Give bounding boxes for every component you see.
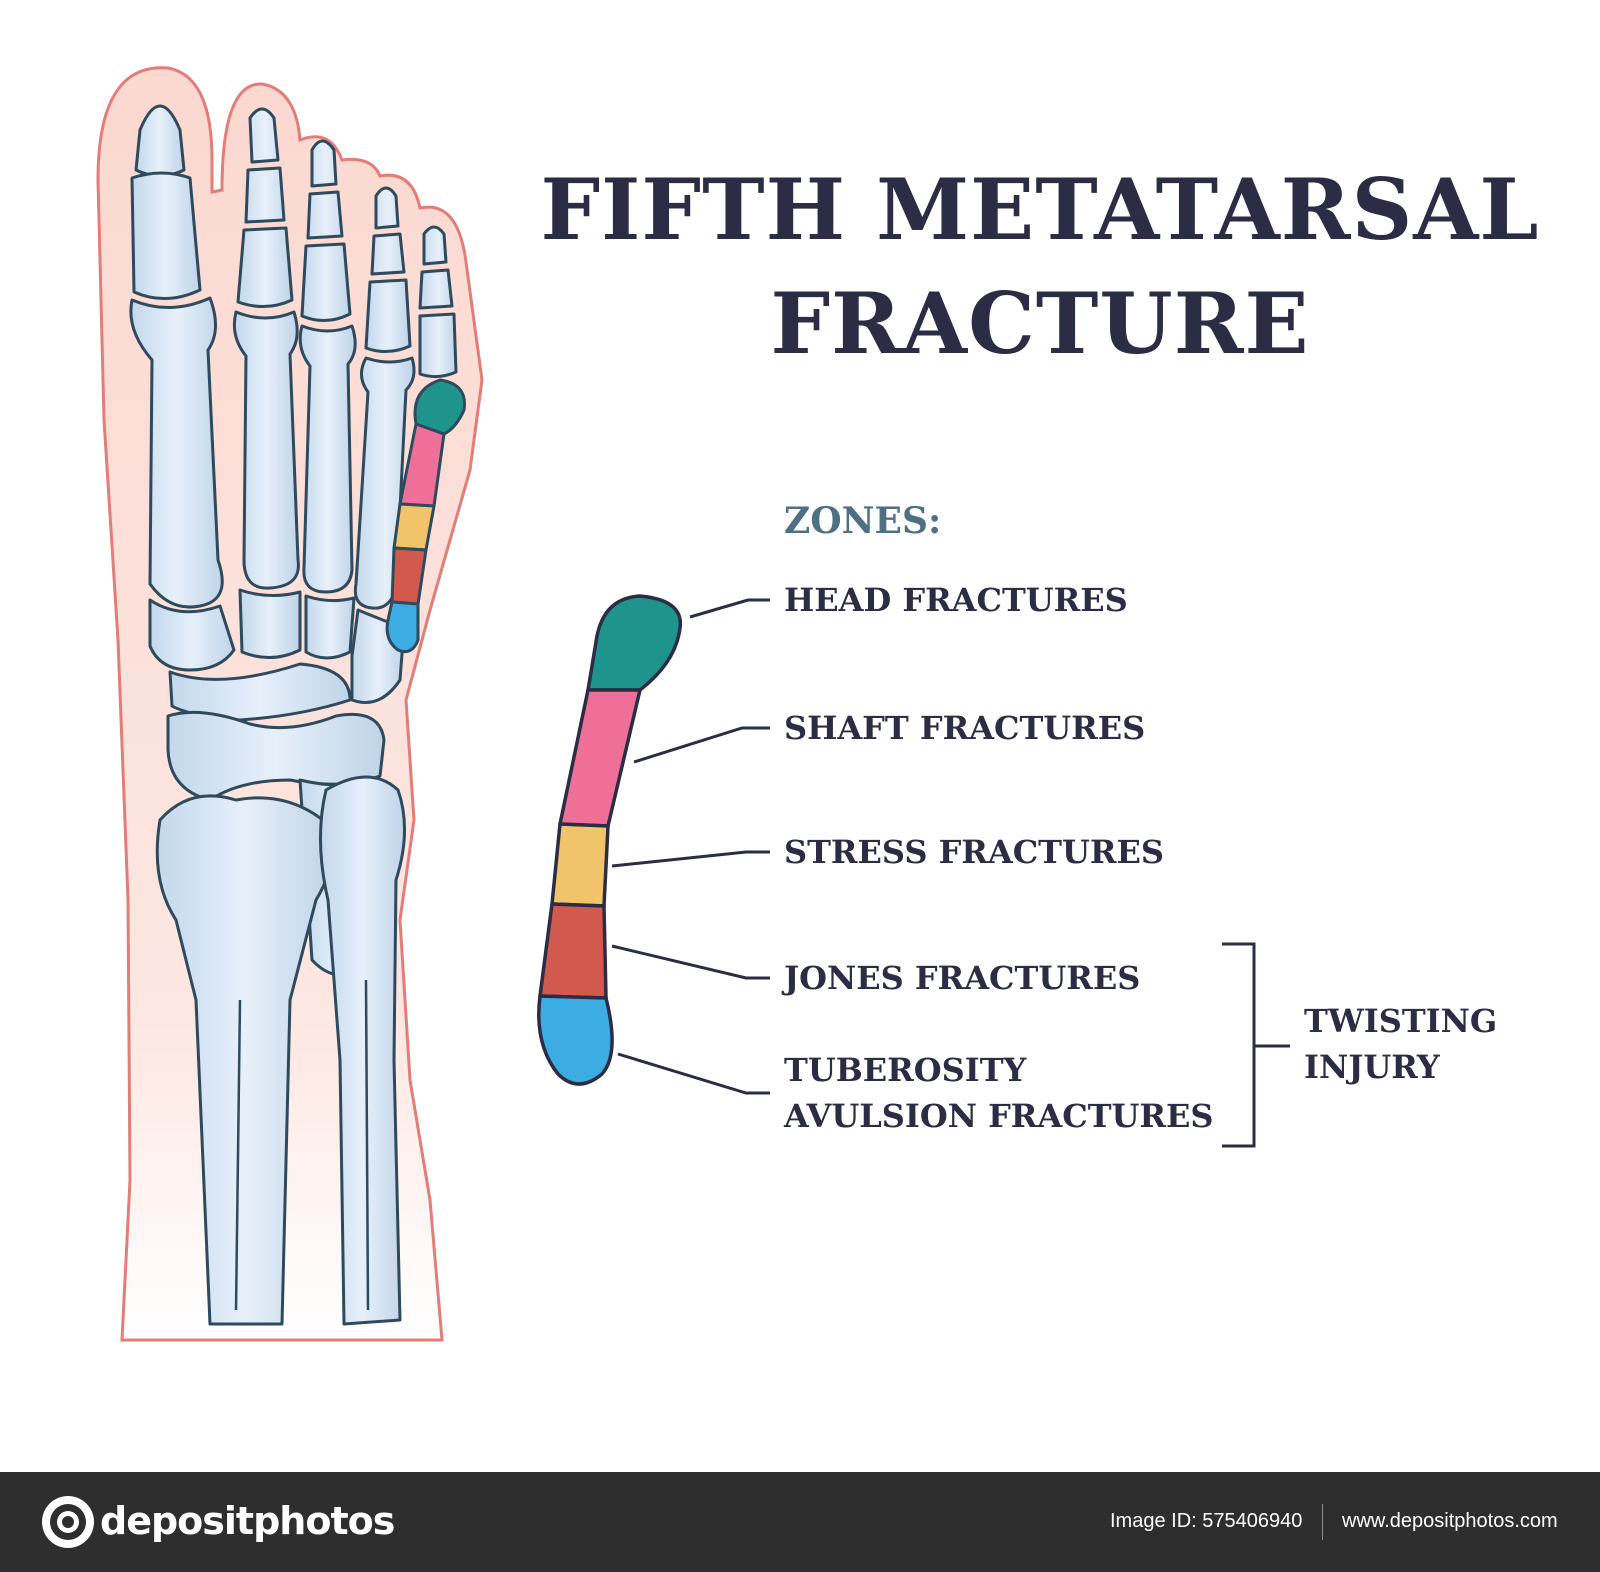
metatarsal-3 xyxy=(298,324,357,594)
fibula xyxy=(318,775,406,1326)
leader-head xyxy=(689,598,770,619)
toe-5-phalanges xyxy=(418,225,458,379)
footer-url: www.depositphotos.com xyxy=(1342,1510,1558,1532)
leader-shaft xyxy=(633,726,770,764)
label-avulsion-fractures: AVULSION FRACTURES xyxy=(784,1097,1214,1135)
title-line-1: FIFTH METATARSAL xyxy=(540,160,1540,259)
foot-zone-tuberosity xyxy=(385,600,420,654)
twisting-injury-bracket xyxy=(1222,942,1290,1148)
zone-shaft-shape xyxy=(558,688,642,828)
label-jones-fractures: JONES FRACTURES xyxy=(784,959,1141,997)
metatarsal-4 xyxy=(353,356,416,610)
label-head-fractures: HEAD FRACTURES xyxy=(784,581,1128,619)
fibula-inner-line xyxy=(364,979,370,1311)
zone-dividers xyxy=(539,688,640,1000)
label-shaft-fractures: SHAFT FRACTURES xyxy=(784,709,1146,747)
leader-stress xyxy=(611,850,770,868)
intermediate-cuneiform xyxy=(238,588,302,659)
footer-image-id: Image ID: 575406940 xyxy=(1110,1510,1303,1532)
zone-tuberosity-shape xyxy=(537,994,614,1086)
zone-jones-shape xyxy=(538,902,608,1000)
foot-fifth-metatarsal xyxy=(385,378,466,654)
watermark-footer-bar: depositphotos Image ID: 575406940 www.de… xyxy=(0,1472,1600,1572)
lateral-cuneiform xyxy=(304,594,356,660)
leader-jones xyxy=(611,944,770,980)
foot-zone-head xyxy=(413,378,466,436)
metatarsal-2 xyxy=(232,310,300,590)
foot-illustration xyxy=(96,66,1290,1342)
leader-lines xyxy=(611,598,770,1095)
toe-4-phalanges xyxy=(364,186,412,353)
foot-zone-stress xyxy=(392,502,436,552)
zone-head-shape xyxy=(586,594,683,692)
label-tuberosity: TUBEROSITY xyxy=(784,1051,1027,1089)
big-toe-proximal-phalanx xyxy=(130,171,202,301)
zone-stress-shape xyxy=(550,822,610,908)
title-line-2: FRACTURE xyxy=(770,274,1310,373)
zones-heading: ZONES: xyxy=(784,500,942,542)
metatarsal-zones-diagram xyxy=(537,594,683,1086)
label-twisting: TWISTING xyxy=(1304,1002,1498,1040)
footer-brand: depositphotos xyxy=(100,1499,395,1543)
medial-cuneiform xyxy=(148,598,236,672)
label-injury: INJURY xyxy=(1304,1048,1440,1086)
toe-3-phalanges xyxy=(300,139,352,322)
tibia-inner-line xyxy=(234,999,242,1311)
metatarsal-1 xyxy=(129,296,224,609)
leader-tuberosity xyxy=(617,1052,770,1095)
camera-logo-icon xyxy=(42,1496,94,1548)
footer-divider xyxy=(1322,1504,1323,1540)
toe-2-phalanges xyxy=(236,107,294,308)
label-stress-fractures: STRESS FRACTURES xyxy=(784,833,1164,871)
